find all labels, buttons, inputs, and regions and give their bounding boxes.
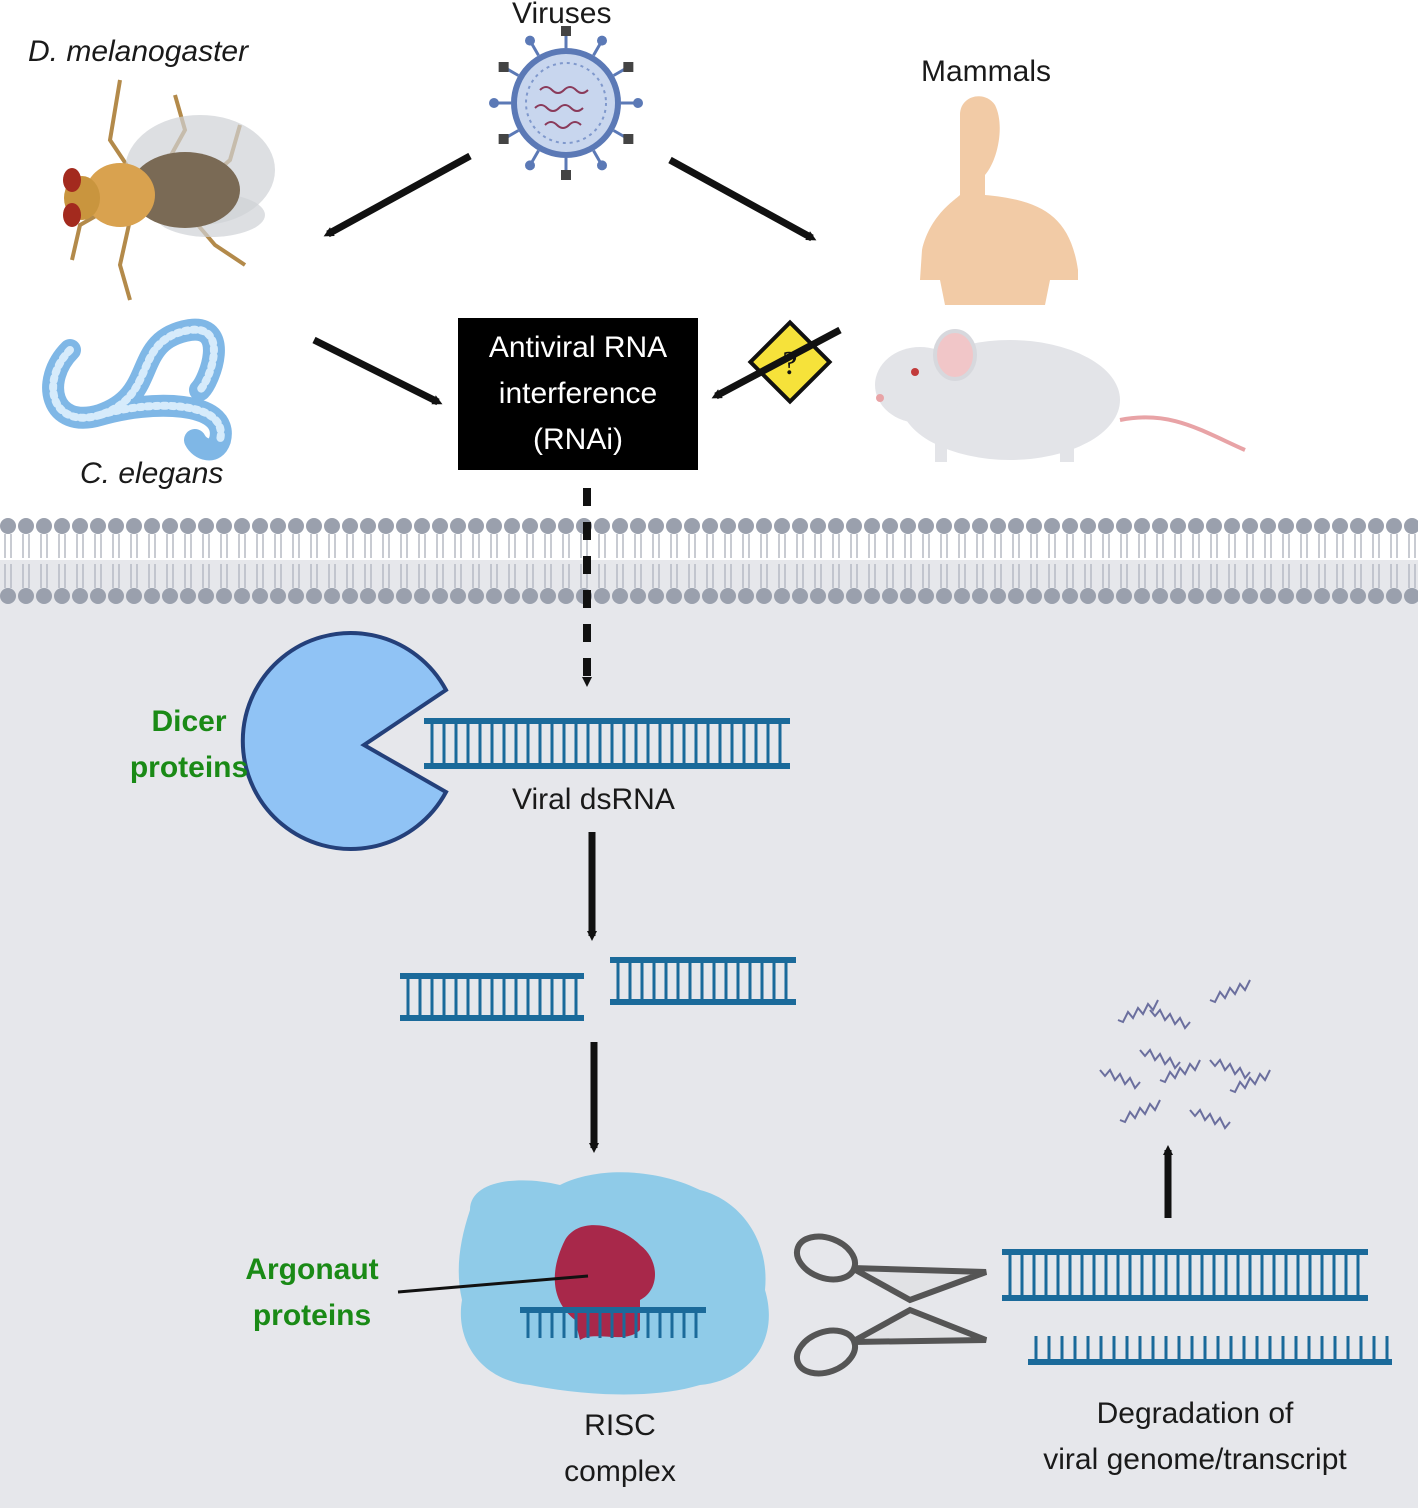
argonaut-pointer-line xyxy=(397,1274,589,1294)
mouse-icon xyxy=(875,329,1246,462)
viruses-label: Viruses xyxy=(512,0,612,30)
fly-icon xyxy=(63,79,275,301)
risc-guide-strand xyxy=(526,1310,698,1338)
dicer-protein-shape xyxy=(240,631,449,851)
rnai-line-1: Antiviral RNA xyxy=(488,331,668,364)
degradation-label-line-1: Degradation of xyxy=(1096,1397,1294,1430)
argonaut-label-line-1: Argonaut xyxy=(245,1253,379,1286)
dicer-label-line-1: Dicer xyxy=(151,705,227,738)
sirna-fragment-right xyxy=(610,957,796,1005)
degradation-label-line-2: viral genome/transcript xyxy=(1043,1443,1347,1476)
virus-icon xyxy=(489,26,643,180)
drosophila-label: D. melanogaster xyxy=(28,35,249,68)
risc-label-line-2: complex xyxy=(564,1455,676,1488)
celegans-label: C. elegans xyxy=(80,457,224,490)
warning-sign-icon: ? xyxy=(747,319,833,405)
risc-label-line-1: RISC xyxy=(584,1409,656,1442)
target-viral-rna xyxy=(1002,1249,1368,1301)
arrow-virus-to-mammals xyxy=(668,156,817,242)
viral-dsrna-label: Viral dsRNA xyxy=(512,783,675,816)
sirna-fragment-left xyxy=(400,973,584,1021)
human-silhouette-icon xyxy=(920,96,1078,305)
rnai-box: Antiviral RNA interference (RNAi) xyxy=(458,318,698,470)
arrow-virus-to-invertebrates xyxy=(323,152,472,238)
degraded-rna-fragments xyxy=(1099,979,1271,1130)
cell-membrane xyxy=(0,518,1418,604)
viral-dsrna-strand xyxy=(424,718,790,769)
scissors-icon xyxy=(793,1233,988,1377)
arrow-mammals-to-rnai xyxy=(711,326,842,400)
cleaved-rna-strand xyxy=(1028,1336,1392,1365)
worm-icon xyxy=(42,318,232,461)
dicer-label-line-2: proteins xyxy=(129,751,249,784)
argonaut-label-line-2: proteins xyxy=(252,1299,372,1332)
rnai-line-2: interference xyxy=(498,377,658,410)
rnai-line-3: (RNAi) xyxy=(533,423,623,456)
arrow-invertebrates-to-rnai xyxy=(312,336,443,406)
mammals-label: Mammals xyxy=(921,55,1052,88)
